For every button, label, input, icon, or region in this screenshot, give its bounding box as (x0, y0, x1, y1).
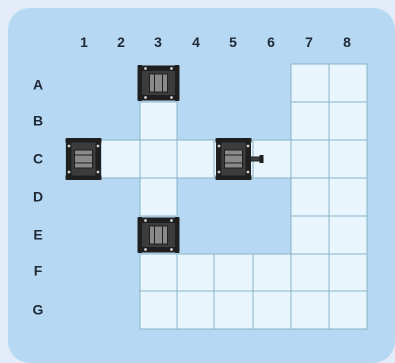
cell-D3[interactable] (140, 178, 177, 216)
cell-C4[interactable] (177, 140, 214, 178)
rivet (144, 248, 147, 251)
rivet (170, 96, 173, 99)
rivet (97, 145, 100, 148)
cell-F6[interactable] (253, 254, 291, 291)
turret-barrel (251, 157, 261, 161)
row-label-A: A (33, 77, 43, 93)
vehicle-a3[interactable] (138, 65, 180, 101)
row-label-C: C (33, 151, 43, 167)
cell-B3[interactable] (140, 102, 177, 140)
cell-G8[interactable] (329, 291, 367, 329)
rivet (170, 67, 173, 70)
center-panel (75, 150, 93, 168)
cell-G6[interactable] (253, 291, 291, 329)
cell-D7[interactable] (291, 178, 329, 216)
cell-A8[interactable] (329, 64, 367, 102)
rivet (144, 96, 147, 99)
rivet (68, 145, 71, 148)
rivet (170, 219, 173, 222)
cell-C2[interactable] (101, 140, 140, 178)
rivet (218, 171, 221, 174)
cell-F8[interactable] (329, 254, 367, 291)
cell-G3[interactable] (140, 291, 177, 329)
cell-G7[interactable] (291, 291, 329, 329)
cell-D8[interactable] (329, 178, 367, 216)
column-label-8: 8 (343, 34, 351, 50)
row-label-F: F (34, 263, 43, 279)
vehicle-e3[interactable] (138, 217, 180, 253)
row-label-B: B (33, 113, 43, 129)
turret-tip (260, 155, 264, 163)
cell-C8[interactable] (329, 140, 367, 178)
cell-E8[interactable] (329, 216, 367, 254)
cell-B7[interactable] (291, 102, 329, 140)
center-panel (150, 74, 168, 92)
column-label-5: 5 (229, 34, 237, 50)
cell-F3[interactable] (140, 254, 177, 291)
center-panel (150, 226, 168, 244)
cell-B8[interactable] (329, 102, 367, 140)
row-label-G: G (33, 302, 44, 318)
row-label-D: D (33, 189, 43, 205)
row-label-E: E (33, 227, 42, 243)
column-label-7: 7 (305, 34, 313, 50)
center-panel (225, 150, 243, 168)
rivet (144, 219, 147, 222)
rivet (218, 145, 221, 148)
cell-A7[interactable] (291, 64, 329, 102)
cell-G4[interactable] (177, 291, 214, 329)
cell-F4[interactable] (177, 254, 214, 291)
column-label-3: 3 (154, 34, 162, 50)
cell-G5[interactable] (214, 291, 253, 329)
column-label-6: 6 (267, 34, 275, 50)
rivet (247, 145, 250, 148)
rivet (68, 171, 71, 174)
rivet (170, 248, 173, 251)
cell-F7[interactable] (291, 254, 329, 291)
column-label-1: 1 (80, 34, 88, 50)
rivet (97, 171, 100, 174)
cell-C7[interactable] (291, 140, 329, 178)
vehicle-c1[interactable] (66, 138, 102, 180)
cell-E7[interactable] (291, 216, 329, 254)
cell-F5[interactable] (214, 254, 253, 291)
rivet (247, 171, 250, 174)
rivet (144, 67, 147, 70)
column-label-4: 4 (192, 34, 200, 50)
column-label-2: 2 (117, 34, 125, 50)
cell-C3[interactable] (140, 140, 177, 178)
